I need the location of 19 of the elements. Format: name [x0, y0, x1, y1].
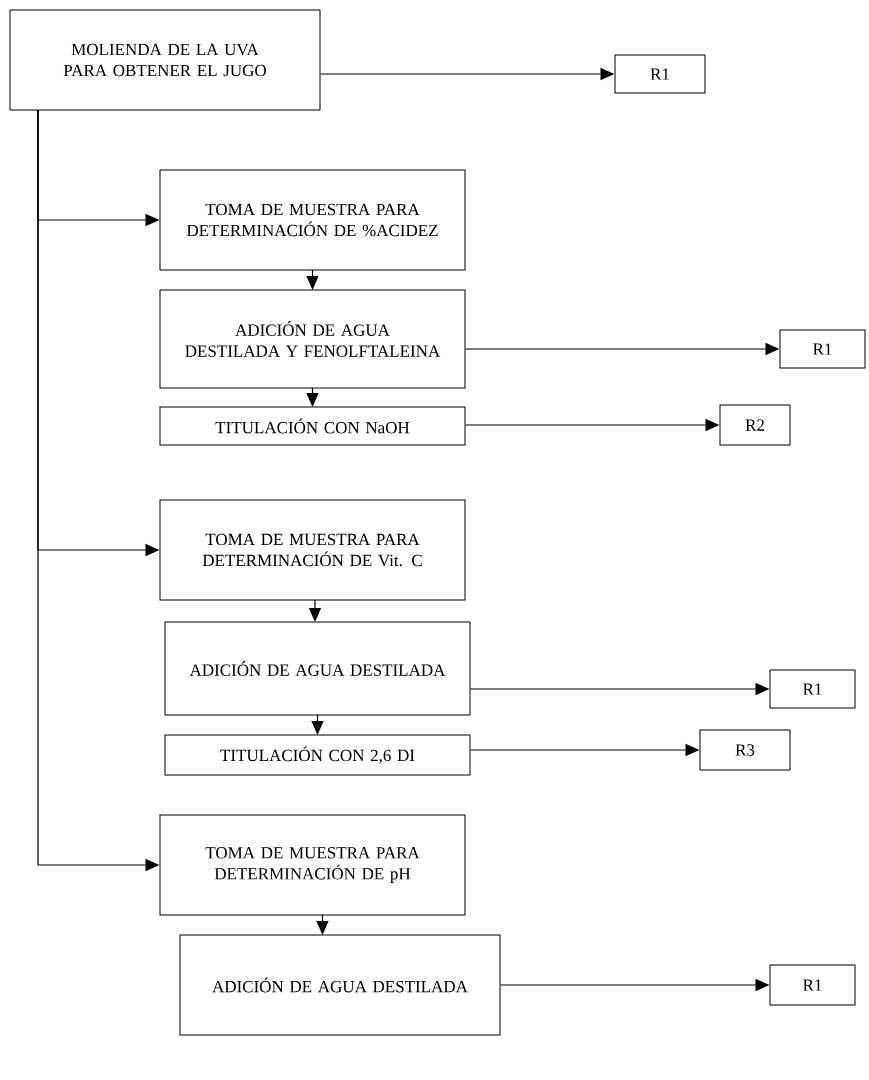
process-box: TOMA DE MUESTRA PARA DETERMINACIÓN DE pH [159, 814, 466, 916]
arrow [306, 387, 319, 407]
process-box: TITULACIÓN CON NaOH [159, 406, 466, 446]
process-box: ADICIÓN DE AGUA DESTILADA Y FENOLFTALEINA [159, 289, 466, 389]
arrow [316, 914, 329, 935]
process-box: ADICIÓN DE AGUA DESTILADA [179, 934, 501, 1036]
process-box: TOMA DE MUESTRA PARA DETERMINACIÓN DE Vit. C [159, 499, 466, 601]
process-box: TITULACIÓN CON 2,6 DI [164, 734, 471, 776]
result-box: R1 [769, 669, 856, 709]
result-box: R1 [614, 54, 706, 94]
result-box: R2 [719, 404, 791, 446]
result-box: R1 [779, 329, 866, 369]
arrow [306, 269, 319, 290]
process-box: ADICIÓN DE AGUA DESTILADA [164, 621, 471, 716]
result-box: R1 [769, 964, 856, 1006]
result-box: R3 [699, 729, 791, 771]
process-box: TOMA DE MUESTRA PARA DETERMINACIÓN DE %ACIDEZ [159, 169, 466, 271]
process-box: MOLIENDA DE LA UVA PARA OBTENER EL JUGO [9, 9, 321, 111]
arrow [311, 714, 324, 735]
